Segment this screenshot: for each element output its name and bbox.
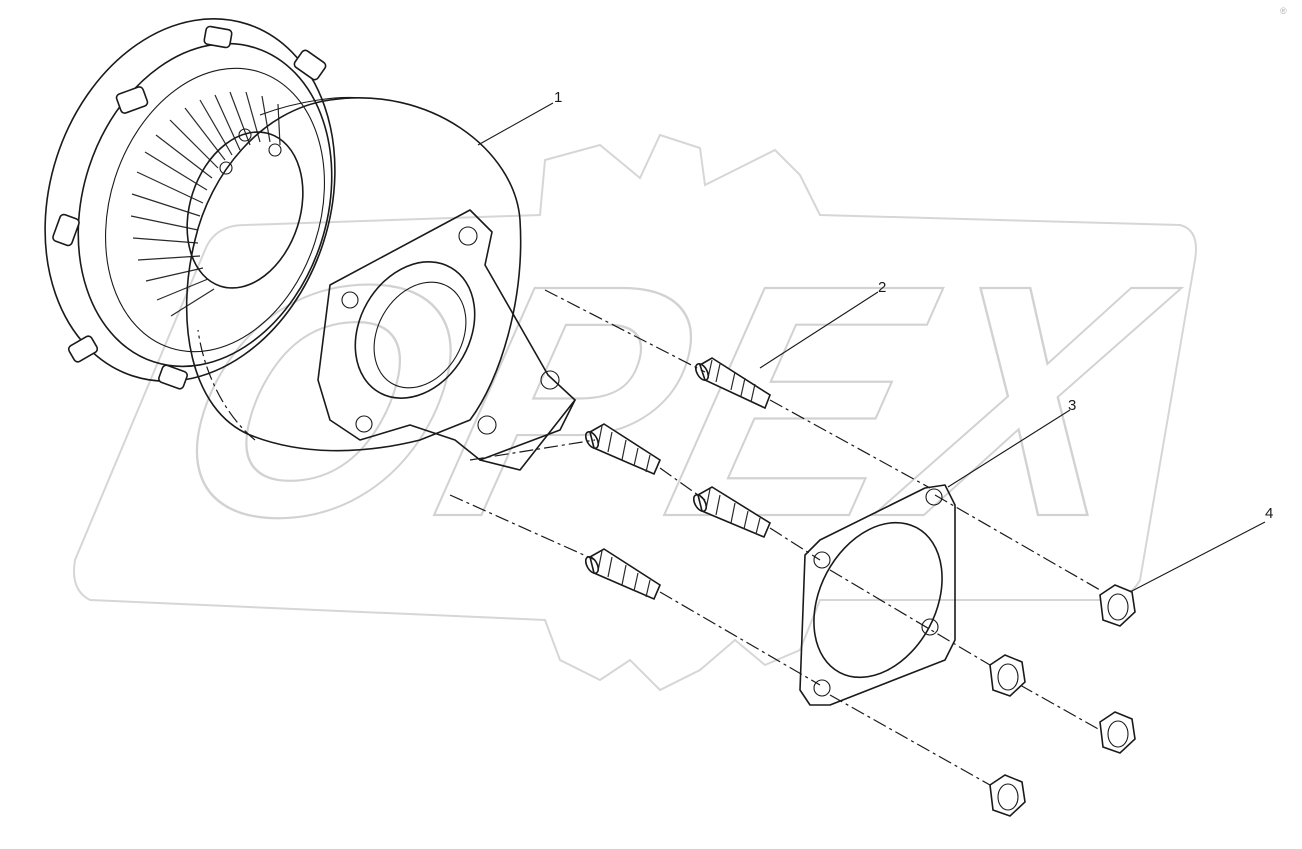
watermark-corner-mark: ® (1280, 6, 1287, 16)
nut-icon (989, 654, 1026, 697)
nuts (989, 584, 1136, 817)
studs (584, 357, 772, 601)
watermark: OPEX ® (73, 6, 1287, 692)
callout-part-2: 2 (878, 279, 886, 296)
watermark-gear-icon (73, 133, 1197, 692)
assembly-centerlines (449, 289, 1101, 786)
callout-part-3: 3 (1068, 397, 1076, 414)
housing-hub (186, 131, 304, 289)
callouts: 1 2 3 4 (477, 89, 1273, 593)
leader-part-2 (759, 291, 879, 369)
nut-icon (1099, 711, 1136, 754)
nut-icon (989, 774, 1026, 817)
bell-adapter-shell (185, 97, 522, 452)
leader-part-1 (477, 102, 554, 146)
callout-part-1: 1 (554, 89, 562, 106)
housing-inner-rim (77, 42, 333, 368)
stud-icon (692, 486, 772, 539)
housing-outer-rim (44, 18, 336, 382)
housing-ring (104, 67, 326, 353)
callout-part-4: 4 (1265, 505, 1273, 522)
leader-part-3 (947, 409, 1071, 488)
gasket-icon (799, 484, 956, 706)
housing-bolt-bosses (52, 25, 327, 390)
stud-icon (584, 423, 662, 476)
nut-icon (1099, 584, 1136, 627)
leader-part-4 (1129, 521, 1266, 593)
flywheel-housing-assembly (44, 18, 522, 452)
watermark-text: OPEX (144, 218, 1200, 586)
stud-icon (694, 357, 771, 410)
adapter-flange (317, 209, 576, 471)
